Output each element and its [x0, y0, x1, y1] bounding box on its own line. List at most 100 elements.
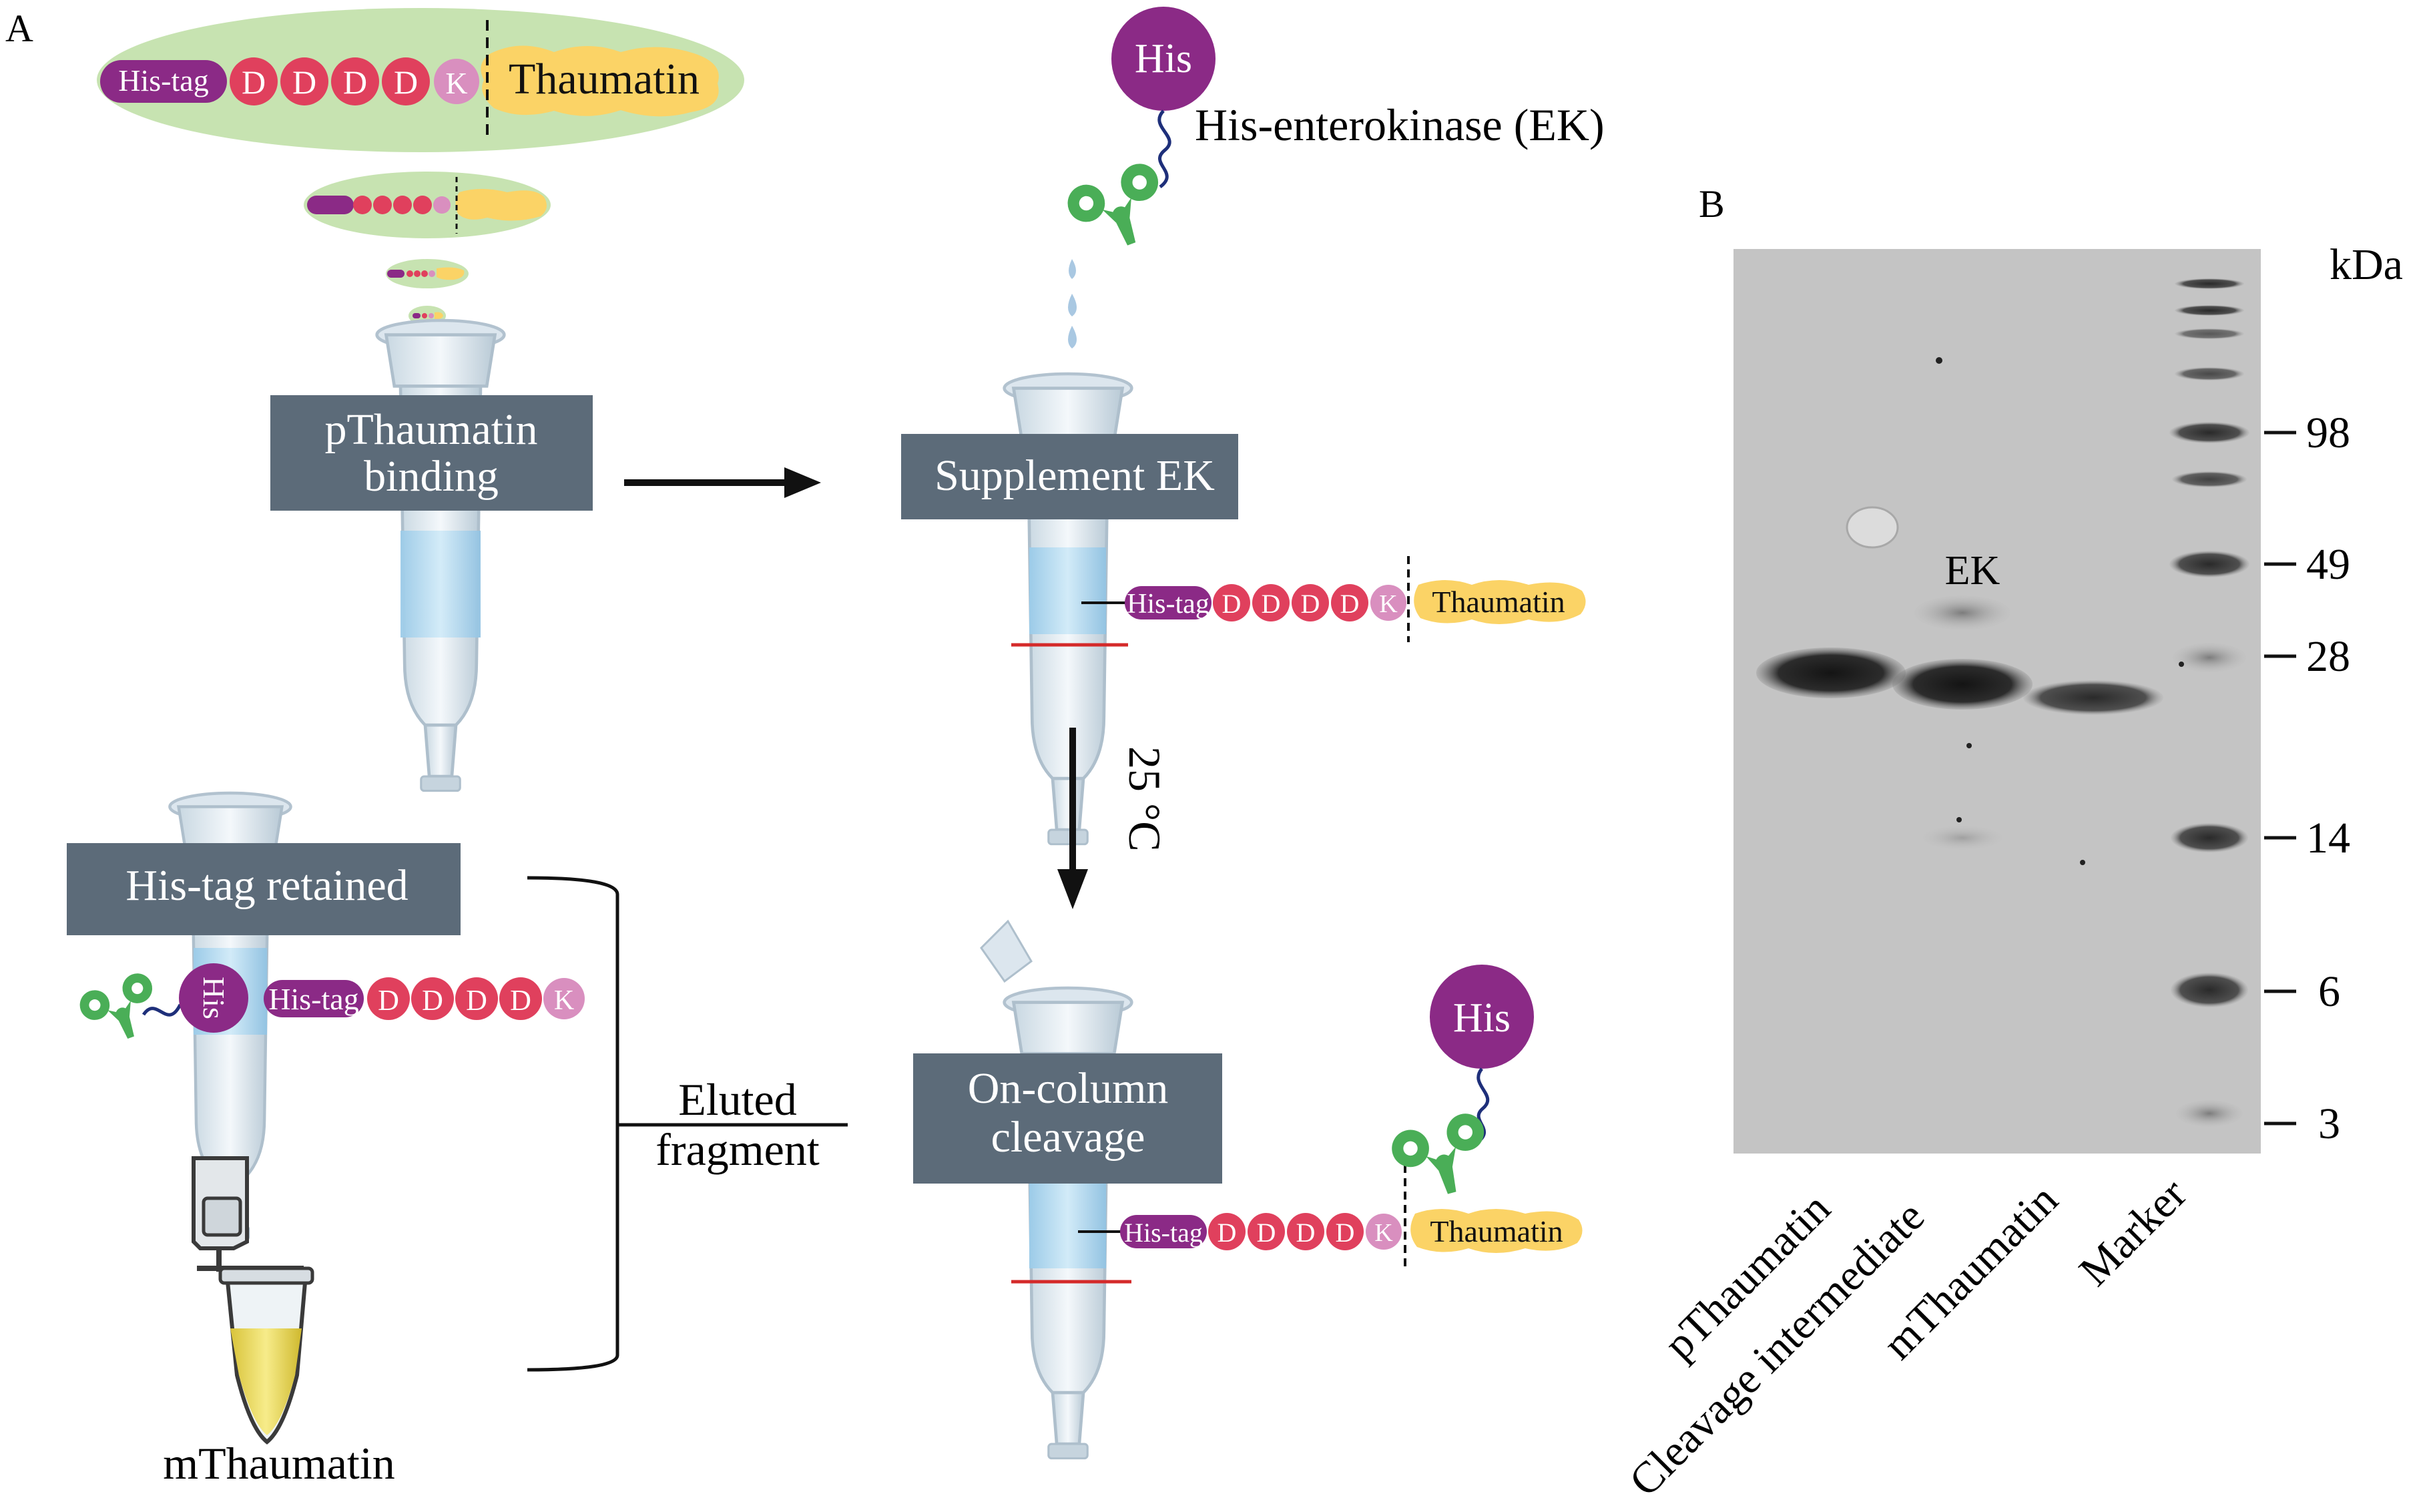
d-residue [230, 57, 278, 105]
band-cleavage-ek [1914, 595, 2010, 630]
linker [1157, 109, 1171, 189]
d-residue-label: D [1222, 589, 1242, 619]
d-residue-label: D [378, 984, 399, 1017]
spin-column-supplement [1005, 374, 1132, 844]
linker [1477, 1067, 1490, 1143]
spin-column-cleavage [980, 919, 1131, 1459]
temperature-label: 25 °C [1119, 746, 1170, 852]
kda-label: 49 [2306, 540, 2350, 589]
linker [142, 1003, 182, 1017]
band-cleavage-intermediate [1892, 659, 2033, 710]
d-residue-label: D [1262, 589, 1281, 619]
drop [1068, 326, 1077, 348]
scissors-icon [1061, 158, 1176, 260]
spin-column-binding [377, 320, 505, 791]
microtube-icon [192, 1156, 314, 1445]
kda-axis: 98 49 28 14 6 3 [2264, 409, 2350, 1148]
step-label-binding-1: pThaumatin [325, 405, 538, 454]
k-residue-label: K [554, 985, 574, 1016]
k-residue-label: K [1379, 590, 1398, 618]
bracket [527, 876, 619, 1372]
eluted-line2: fragment [655, 1124, 820, 1175]
his-tag-pill [100, 60, 227, 103]
thaumatin-blob [1410, 1209, 1583, 1253]
his-bead [179, 963, 248, 1033]
d-residue-label: D [1336, 1218, 1355, 1248]
thaumatin-label: Thaumatin [509, 55, 700, 103]
k-residue [434, 59, 479, 104]
d-residue-label: D [292, 63, 316, 101]
his-bead [1111, 7, 1216, 111]
gel-speck [1956, 817, 1962, 822]
his-tag-label: His-tag [1124, 1218, 1203, 1248]
gel-speck [2080, 860, 2085, 865]
step-label-supplement: Supplement EK [934, 451, 1215, 500]
his-enterokinase-2: His [1387, 965, 1534, 1206]
kda-label: 6 [2318, 967, 2340, 1016]
d-residue-label: D [242, 63, 266, 101]
enzyme-name: His-enterokinase (EK) [1195, 99, 1605, 150]
step-label-cleavage-2: cleavage [991, 1113, 1145, 1162]
column-cap [980, 919, 1033, 983]
his-tag-label: His-tag [118, 63, 208, 97]
lane-label-marker: Marker [2070, 1170, 2196, 1296]
d-residue [280, 57, 328, 105]
step-box-cleavage [913, 1053, 1222, 1184]
panel-b-letter: B [1699, 182, 1725, 226]
kda-label: 3 [2318, 1099, 2340, 1148]
kda-unit: kDa [2330, 240, 2403, 289]
step-label-retained: His-tag retained [125, 861, 408, 910]
drop [1069, 259, 1076, 279]
his-bead-label: His [197, 977, 231, 1019]
ek-band-label: EK [1945, 548, 2000, 593]
kda-label: 14 [2306, 814, 2350, 862]
his-tag-label: His-tag [268, 982, 358, 1016]
his-tag-label: His-tag [1127, 589, 1210, 619]
k-residue-label: K [1374, 1219, 1393, 1247]
d-residue-label: D [1301, 589, 1320, 619]
step-box-retained [67, 843, 461, 935]
d-residue-label: D [343, 63, 367, 101]
eluted-line1: Eluted [678, 1074, 797, 1125]
d-residue-label: D [394, 63, 418, 101]
gel-speck [1966, 743, 1972, 748]
construct-bound-2: His-tag D D D D K Thaumatin [1078, 1165, 1583, 1272]
thaumatin-label: Thaumatin [1430, 1214, 1563, 1248]
drop [1068, 294, 1077, 316]
k-residue-label: K [445, 66, 467, 100]
kda-label: 98 [2306, 409, 2350, 457]
his-enterokinase: His [1061, 7, 1216, 260]
kda-label: 28 [2306, 632, 2350, 681]
d-residue [382, 57, 430, 105]
band-faint-14 [1922, 826, 2002, 850]
his-bead [1430, 965, 1534, 1069]
d-residue-label: D [1296, 1218, 1316, 1248]
retained-complex: His His-tag D D D D K [75, 963, 585, 1051]
marker-ladder [2169, 278, 2249, 1127]
d-residue-label: D [466, 984, 487, 1017]
thaumatin-blob [481, 45, 719, 117]
band-mthaumatin [2023, 680, 2163, 715]
gel-speck [2179, 662, 2184, 667]
arrow-head [1057, 869, 1088, 909]
step-label-cleavage-1: On-column [968, 1064, 1169, 1113]
step-label-binding-2: binding [364, 452, 499, 501]
scissors-icon [1387, 1109, 1498, 1206]
step-box-binding [270, 395, 593, 511]
d-residue-label: D [1257, 1218, 1276, 1248]
d-residue-label: D [510, 984, 531, 1017]
ek-faint-bubble [1846, 506, 1899, 549]
d-residue [331, 57, 379, 105]
gel-speck [1936, 357, 1942, 364]
d-residue-label: D [1218, 1218, 1237, 1248]
construct-bound-1: His-tag D D D D K Thaumatin [1081, 556, 1586, 642]
construct-medium [304, 172, 551, 238]
d-residue-label: D [422, 984, 443, 1017]
construct-small [386, 259, 469, 288]
band-pthaumatin [1756, 648, 1906, 698]
his-bead-label: His [1453, 995, 1511, 1041]
step-box-supplement [901, 434, 1238, 519]
his-bead-label: His [1135, 36, 1192, 81]
product-label: mThaumatin [163, 1438, 394, 1489]
